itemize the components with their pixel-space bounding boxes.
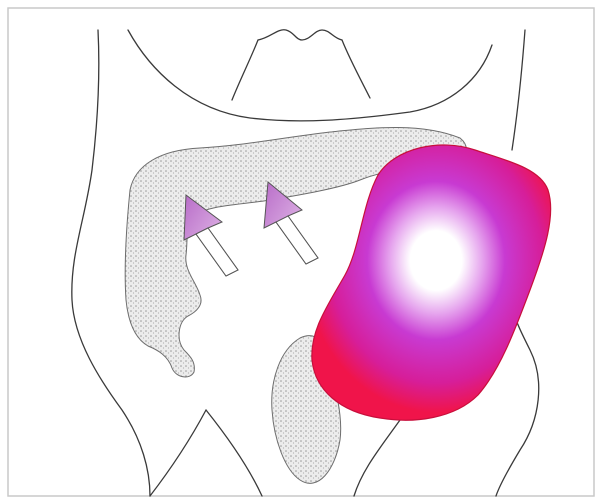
figure-stage [0,0,602,504]
anatomical-illustration [0,0,602,504]
